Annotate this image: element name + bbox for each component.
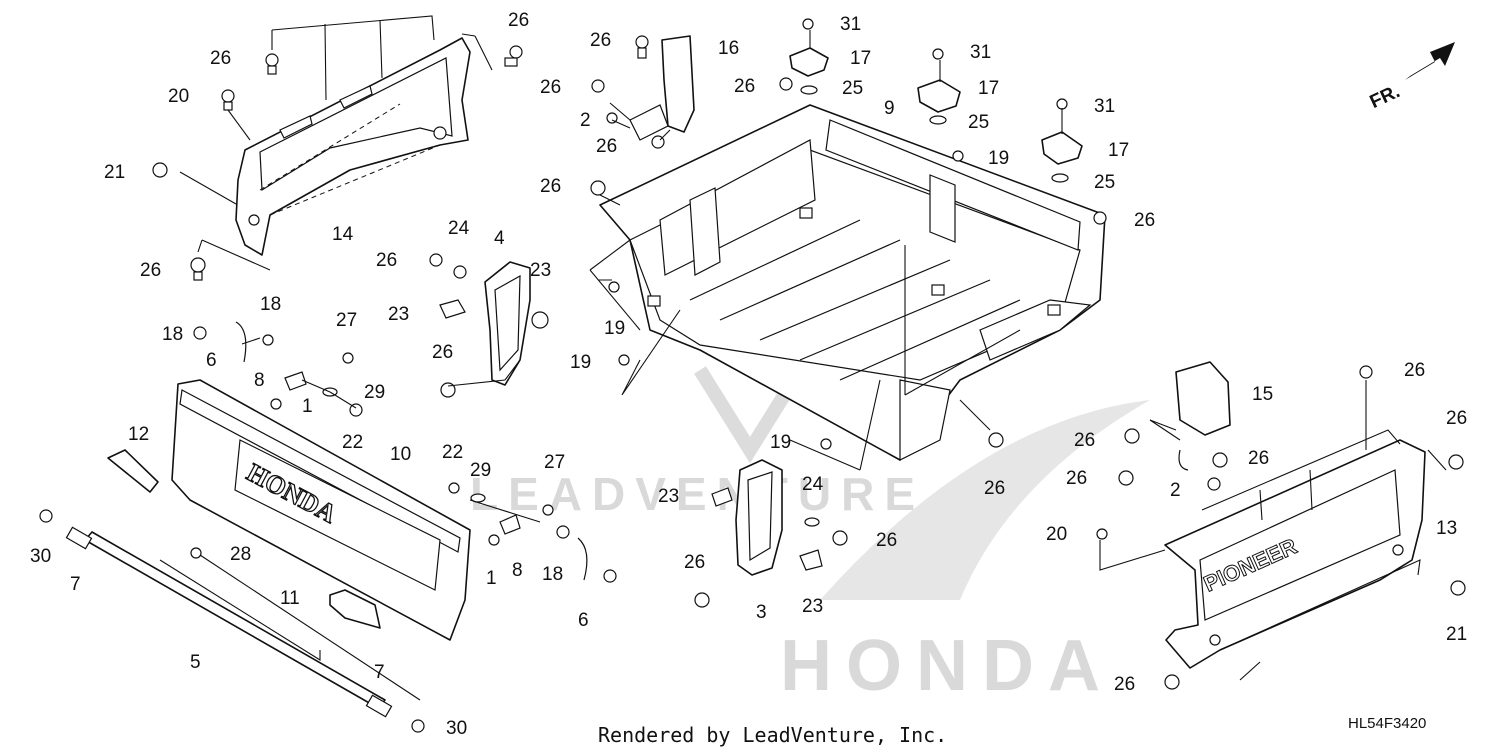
callout-label: 4 — [494, 228, 505, 249]
callout-label: 27 — [544, 452, 565, 473]
callout-label: 20 — [1046, 524, 1067, 545]
callout-label: 27 — [336, 310, 357, 331]
callout-label: 26 — [876, 530, 897, 551]
callout-label: 7 — [374, 662, 385, 683]
callout-label: 12 — [128, 424, 149, 445]
callout-label: 26 — [1404, 360, 1425, 381]
callout-label: 26 — [734, 76, 755, 97]
callout-label: 20 — [168, 86, 189, 107]
callout-label: 19 — [770, 432, 791, 453]
callout-label: 26 — [684, 552, 705, 573]
callout-label: 26 — [376, 250, 397, 271]
callout-label: 24 — [448, 218, 470, 239]
callout-label: 14 — [332, 224, 354, 245]
callout-label: 6 — [578, 610, 589, 631]
callout-labels: 26 26 20 21 14 26 26 16 26 2 26 26 31 17… — [30, 10, 1467, 739]
tailgate-rod — [65, 526, 393, 718]
left-side-panel — [235, 37, 471, 256]
callout-label: 26 — [1134, 210, 1155, 231]
leader-lines — [159, 15, 1447, 701]
callout-label: 30 — [30, 546, 51, 567]
callout-label: 26 — [984, 478, 1005, 499]
diagram-code: HL54F3420 — [1348, 715, 1426, 732]
arrow-icon — [1405, 42, 1455, 80]
callout-label: 13 — [1436, 518, 1457, 539]
watermark-brand: HONDA — [780, 626, 1114, 706]
callout-label: 10 — [390, 444, 411, 465]
callout-label: 21 — [104, 162, 125, 183]
cover-15 — [1175, 361, 1231, 436]
tie-down-hooks — [789, 47, 1083, 183]
tailgate-handles — [107, 449, 381, 629]
watermark: LEADVENTURE HONDA — [470, 366, 1150, 706]
callout-label: 21 — [1446, 624, 1467, 645]
callout-label: 2 — [1170, 480, 1181, 501]
callout-label: 15 — [1252, 384, 1273, 405]
callout-label: 31 — [840, 14, 861, 35]
callout-label: 25 — [1094, 172, 1115, 193]
callout-label: 22 — [342, 432, 363, 453]
callout-label: 19 — [604, 318, 625, 339]
callout-label: 19 — [570, 352, 591, 373]
callout-label: 22 — [442, 442, 463, 463]
callout-label: 8 — [254, 370, 265, 391]
callout-label: 26 — [1248, 448, 1269, 469]
cargo-bed — [599, 104, 1106, 461]
callout-label: 26 — [432, 342, 453, 363]
front-arrow: FR. — [1367, 42, 1455, 113]
tailgate-hinge-brackets — [484, 261, 783, 576]
callout-label: 9 — [884, 98, 895, 119]
watermark-wing — [820, 400, 1150, 600]
callout-label: 17 — [978, 78, 999, 99]
callout-label: 24 — [802, 474, 824, 495]
front-label: FR. — [1367, 81, 1404, 113]
callout-label: 23 — [388, 304, 409, 325]
callout-label: 18 — [162, 324, 183, 345]
callout-label: 23 — [658, 486, 679, 507]
callout-label: 26 — [1066, 468, 1087, 489]
tailgate: HONDA — [171, 379, 471, 641]
callout-label: 11 — [280, 588, 300, 609]
callout-label: 26 — [596, 136, 617, 157]
callout-label: 17 — [850, 48, 871, 69]
callout-label: 31 — [970, 42, 991, 63]
callout-label: 29 — [364, 382, 385, 403]
callout-label: 25 — [842, 78, 863, 99]
callout-label: 28 — [230, 544, 251, 565]
watermark-text: LEADVENTURE — [470, 468, 925, 520]
fasteners — [39, 18, 1466, 733]
callout-label: 26 — [1446, 408, 1467, 429]
callout-label: 1 — [302, 396, 313, 417]
callout-label: 8 — [512, 560, 523, 581]
callout-label: 26 — [540, 77, 561, 98]
right-side-panel: PIONEER — [1164, 439, 1426, 669]
callout-label: 26 — [1114, 674, 1135, 695]
callout-label: 23 — [530, 260, 551, 281]
rear-bracket-16 — [629, 35, 695, 141]
callout-label: 26 — [590, 30, 611, 51]
callout-label: 26 — [210, 48, 231, 69]
callout-label: 17 — [1108, 140, 1129, 161]
callout-label: 26 — [140, 260, 161, 281]
callout-label: 5 — [190, 652, 201, 673]
callout-label: 25 — [968, 112, 989, 133]
callout-label: 19 — [988, 148, 1009, 169]
callout-label: 7 — [70, 574, 81, 595]
callout-label: 18 — [542, 564, 563, 585]
credit-text: Rendered by LeadVenture, Inc. — [598, 723, 947, 747]
callout-label: 31 — [1094, 96, 1115, 117]
callout-label: 18 — [260, 294, 281, 315]
callout-label: 6 — [206, 350, 217, 371]
callout-label: 26 — [508, 10, 529, 31]
callout-label: 1 — [486, 568, 497, 589]
callout-label: 26 — [1074, 430, 1095, 451]
callout-label: 3 — [756, 602, 767, 623]
callout-label: 26 — [540, 176, 561, 197]
callout-label: 16 — [718, 38, 739, 59]
callout-label: 23 — [802, 596, 823, 617]
callout-label: 2 — [580, 110, 591, 131]
callout-label: 29 — [470, 460, 491, 481]
callout-label: 30 — [446, 718, 467, 739]
